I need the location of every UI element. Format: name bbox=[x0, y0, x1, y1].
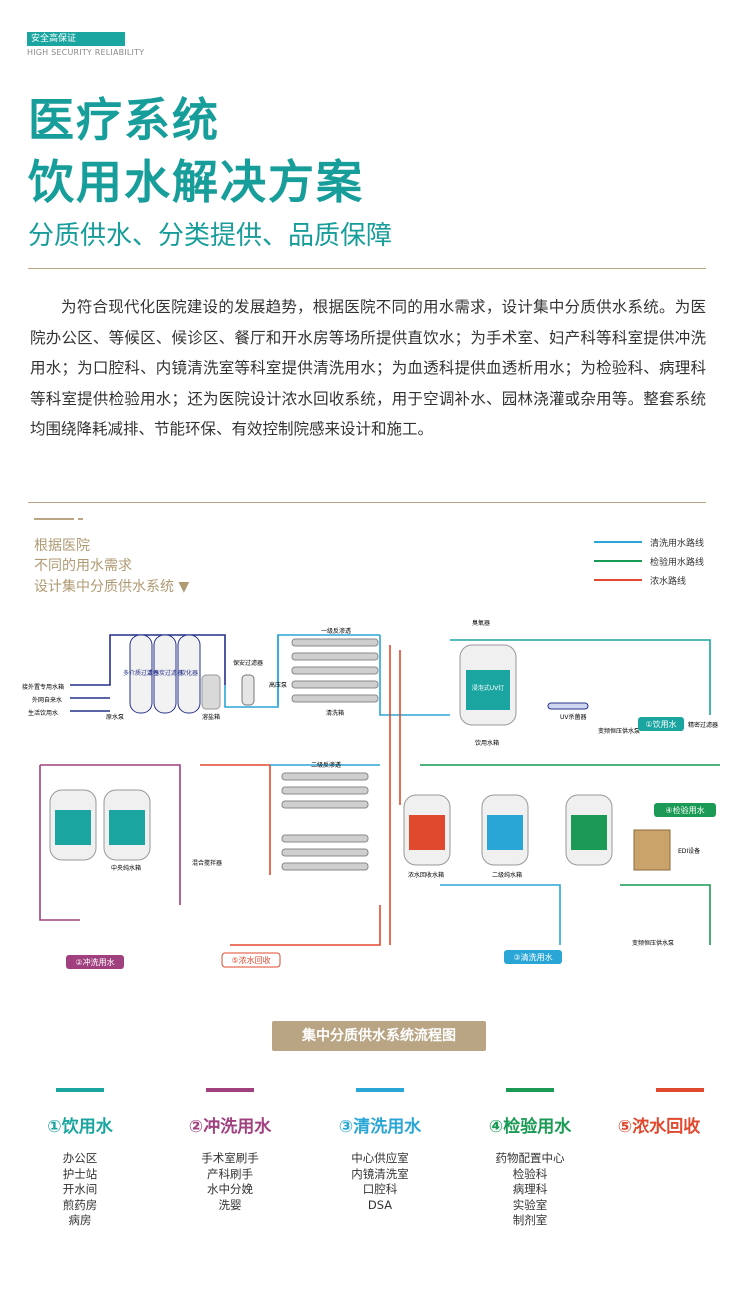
drink-tank-label: 饮用水箱 bbox=[475, 739, 499, 747]
list-item: 检验科 bbox=[512, 1166, 548, 1181]
carbon-filter-label: 活性炭过滤器 bbox=[147, 669, 183, 677]
tag-test: ④检验用水 bbox=[665, 805, 704, 815]
drink-uv-label: 浸泡式UV灯 bbox=[472, 684, 505, 692]
pipe-network-middle bbox=[39, 764, 720, 946]
category-title-4: ④检验用水 bbox=[488, 1117, 572, 1137]
drink-water-tank: 臭氧器 浸泡式UV灯 饮用水箱 bbox=[459, 619, 517, 747]
conc-tank-label: 浓水回收水箱 bbox=[408, 871, 444, 879]
legend-line-recycle bbox=[594, 579, 642, 581]
legend-label-test: 检验用水路线 bbox=[650, 558, 705, 568]
ro2-tank-label: 二级纯水箱 bbox=[492, 871, 522, 879]
security-filter-label: 保安过滤器 bbox=[233, 659, 263, 667]
mix-pump-label: 混合搅拌器 bbox=[192, 859, 222, 867]
category-bar-1 bbox=[56, 1088, 104, 1092]
list-item: 护士站 bbox=[62, 1166, 98, 1181]
list-item: 开水间 bbox=[62, 1182, 98, 1196]
ozone-label: 臭氧器 bbox=[472, 619, 490, 627]
list-item: 病房 bbox=[68, 1213, 92, 1227]
softener-label: 软化器 bbox=[180, 669, 198, 677]
salt-tank-label: 溶盐箱 bbox=[202, 713, 220, 721]
list-item: 洗婴 bbox=[218, 1197, 242, 1212]
precision-filter-label: 精密过滤器 bbox=[688, 721, 718, 729]
flow-diagram: 多介质过滤器 活性炭过滤器 软化器 溶盐箱 原水泵 接外置专用水箱 外网自来水 … bbox=[22, 619, 720, 969]
input-label-3: 生活饮用水 bbox=[28, 709, 58, 717]
category-items-4: 药物配置中心 检验科 病理科 实验室 制剂室 bbox=[460, 1151, 600, 1229]
raw-pump-label: 原水泵 bbox=[106, 713, 124, 721]
tag-recycle: ⑤浓水回收 bbox=[231, 955, 270, 965]
list-item: 中心供应室 bbox=[351, 1151, 409, 1165]
mid-tanks: 中央纯水箱 混合搅拌器 浓水回收水箱 二级纯水箱 bbox=[49, 789, 613, 879]
category-items-1: 办公区 护士站 开水间 煎药房 病房 bbox=[10, 1151, 150, 1229]
ro1-label: 一级反渗透 bbox=[321, 627, 351, 635]
pretreatment-tanks: 多介质过滤器 活性炭过滤器 软化器 溶盐箱 原水泵 bbox=[106, 634, 221, 721]
list-item: 产科刷手 bbox=[207, 1166, 253, 1181]
category-title-2: ②冲洗用水 bbox=[188, 1117, 272, 1137]
vf-pump2-label: 变频恒压供水泵 bbox=[632, 939, 674, 947]
accent-dash-dot bbox=[78, 518, 83, 520]
vf-pump-label: 变频恒压供水泵 bbox=[598, 727, 640, 735]
ro2-label: 二级反渗透 bbox=[311, 761, 341, 769]
intro-paragraph: 为符合现代化医院建设的发展趋势，根据医院不同的用水需求，设计集中分质供水系统。为… bbox=[30, 298, 706, 438]
side-text-1: 根据医院 bbox=[34, 538, 90, 554]
category-items-3: 中心供应室 内镜清洗室 口腔科 DSA bbox=[310, 1151, 450, 1213]
input-label-1: 接外置专用水箱 bbox=[22, 683, 64, 691]
legend-label-recycle: 浓水路线 bbox=[650, 577, 687, 587]
category-title-3: ③清洗用水 bbox=[338, 1117, 422, 1137]
category-bar-2 bbox=[206, 1088, 254, 1092]
clean-tank-label: 清洗箱 bbox=[326, 709, 344, 717]
list-item: 手术室刷手 bbox=[201, 1151, 259, 1165]
list-item: 内镜清洗室 bbox=[351, 1166, 409, 1181]
accent-dash bbox=[34, 518, 74, 520]
page-subtitle: 分质供水、分类提供、品质保障 bbox=[28, 221, 393, 251]
list-item: 制剂室 bbox=[512, 1213, 548, 1227]
tag-flush: ②冲洗用水 bbox=[75, 957, 114, 967]
ro2-membranes: 二级反渗透 bbox=[281, 761, 369, 871]
legend-line-test bbox=[594, 560, 642, 562]
category-title-1: ①饮用水 bbox=[47, 1117, 113, 1137]
category-items-2: 手术室刷手 产科刷手 水中分娩 洗婴 bbox=[160, 1151, 300, 1213]
category-title-5: ⑤浓水回收 bbox=[617, 1117, 701, 1137]
list-item: 水中分娩 bbox=[207, 1182, 253, 1196]
header-badge: 安全高保证 bbox=[27, 32, 125, 46]
tag-drink: ①饮用水 bbox=[645, 719, 676, 729]
divider-top bbox=[28, 268, 706, 269]
page-title-line1: 医疗系统 bbox=[28, 93, 220, 147]
ro1-membranes: 一级反渗透 bbox=[291, 627, 379, 703]
pipe-network-top bbox=[70, 634, 711, 945]
category-bar-4 bbox=[506, 1088, 554, 1092]
side-text-2: 不同的用水需求 bbox=[34, 558, 132, 574]
list-item: 实验室 bbox=[512, 1197, 548, 1212]
diagram-caption: 集中分质供水系统流程图 bbox=[272, 1021, 486, 1051]
category-bar-3 bbox=[356, 1088, 404, 1092]
edi-device: EDI设备 bbox=[633, 829, 700, 871]
multi-filter-label: 多介质过滤器 bbox=[123, 669, 159, 677]
legend-label-clean: 清洗用水路线 bbox=[650, 539, 705, 549]
list-item: DSA bbox=[367, 1197, 393, 1212]
divider-middle bbox=[28, 502, 706, 503]
mid-tank-label: 中央纯水箱 bbox=[111, 864, 141, 872]
list-item: 病理科 bbox=[512, 1182, 548, 1196]
uv-sterilizer-label: UV杀菌器 bbox=[560, 713, 587, 721]
list-item: 口腔科 bbox=[362, 1182, 398, 1196]
side-text-3: 设计集中分质供水系统 ▼ bbox=[34, 579, 190, 595]
legend-line-clean bbox=[594, 541, 642, 543]
hp-pump-label: 高压泵 bbox=[269, 681, 287, 689]
input-label-2: 外网自来水 bbox=[32, 696, 62, 704]
list-item: 煎药房 bbox=[62, 1197, 98, 1212]
category-bar-5 bbox=[656, 1088, 704, 1092]
header-badge-subtitle: HIGH SECURITY RELIABILITY bbox=[27, 48, 145, 57]
list-item: 药物配置中心 bbox=[495, 1151, 565, 1165]
tag-clean: ③清洗用水 bbox=[513, 952, 552, 962]
page-title-line2: 饮用水解决方案 bbox=[28, 155, 364, 209]
list-item: 办公区 bbox=[62, 1151, 98, 1165]
edi-label: EDI设备 bbox=[678, 847, 700, 855]
